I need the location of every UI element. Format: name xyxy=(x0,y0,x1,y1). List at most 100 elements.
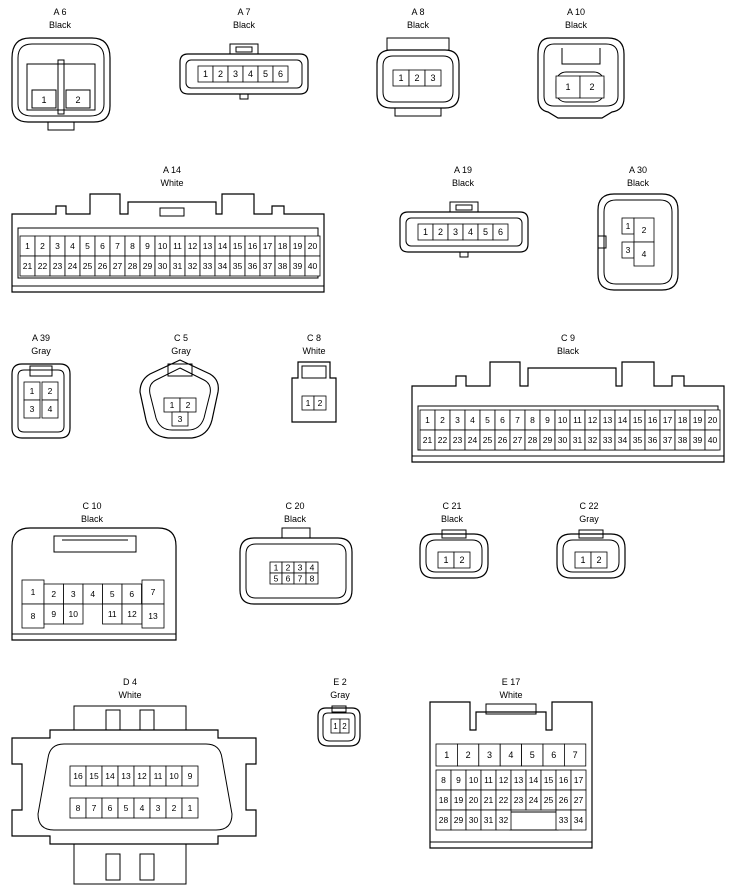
c22-pin xyxy=(590,551,608,569)
d4-pin xyxy=(181,765,199,787)
a6-pin-label: 1 xyxy=(41,95,46,105)
a14-pin-label: 21 xyxy=(23,261,33,271)
c10-pin-label: 5 xyxy=(110,589,115,599)
a6-pin xyxy=(31,89,57,109)
a19-pin-label: 3 xyxy=(453,227,458,237)
c9-pin-label: 11 xyxy=(573,415,582,425)
d4-pin-label: 4 xyxy=(140,803,145,813)
d4-pin-label: 9 xyxy=(188,771,193,781)
a14-pin-label: 4 xyxy=(70,241,75,251)
a19-pin-label: 6 xyxy=(498,227,503,237)
c9-pin-label: 35 xyxy=(633,435,643,445)
c9-pin-label: 26 xyxy=(498,435,508,445)
e17-pin-label: 22 xyxy=(499,795,509,805)
a14-pin-label: 28 xyxy=(128,261,138,271)
a14-pin-label: 9 xyxy=(145,241,150,251)
a14-pin-label: 37 xyxy=(263,261,273,271)
a14-pin-label: 22 xyxy=(38,261,48,271)
e17-pin-label: 17 xyxy=(574,775,584,785)
a10-pin-label: 2 xyxy=(589,82,594,92)
a30-pin-label: 1 xyxy=(626,221,631,231)
e17-pin-label: 25 xyxy=(544,795,554,805)
e17-pin-label: 4 xyxy=(508,750,513,760)
d4-pin-label: 8 xyxy=(76,803,81,813)
c10-pin-label: 3 xyxy=(71,589,76,599)
a14-pin-label: 18 xyxy=(278,241,288,251)
a14-pin xyxy=(304,255,321,277)
e17-pin-label: 15 xyxy=(544,775,554,785)
a7-pin-label: 2 xyxy=(218,69,223,79)
e17-pin-label: 1 xyxy=(444,750,449,760)
c21-pin-label: 2 xyxy=(459,555,464,565)
a14-pin-label: 23 xyxy=(53,261,63,271)
e17-pin-label: 34 xyxy=(574,815,584,825)
c9-pin-label: 16 xyxy=(648,415,658,425)
c10-pin-label: 11 xyxy=(108,609,117,619)
a14-pin-label: 17 xyxy=(263,241,273,251)
e17-pin xyxy=(570,809,587,831)
e17-pin-label: 6 xyxy=(551,750,556,760)
a14-pin-label: 13 xyxy=(203,241,213,251)
e17-pin xyxy=(563,743,587,767)
c10-pin-label: 13 xyxy=(148,611,158,621)
c8-pin-label: 2 xyxy=(318,398,323,408)
a19-pin-label: 1 xyxy=(423,227,428,237)
a14-pin-label: 34 xyxy=(218,261,228,271)
a6-pin xyxy=(65,89,91,109)
a7-pin-label: 1 xyxy=(203,69,208,79)
e17-pin-label: 11 xyxy=(484,775,493,785)
c9-pin-label: 37 xyxy=(663,435,673,445)
c9-pin-label: 18 xyxy=(678,415,688,425)
c20-pin-label: 2 xyxy=(286,563,291,573)
a7-pin-label: 5 xyxy=(263,69,268,79)
c9-pin-label: 13 xyxy=(603,415,613,425)
a14-pin-label: 32 xyxy=(188,261,198,271)
a10-pin xyxy=(579,75,605,99)
a14-pin-label: 39 xyxy=(293,261,303,271)
a14-pin-label: 14 xyxy=(218,241,228,251)
c9-pin-label: 20 xyxy=(708,415,718,425)
a8-pin-label: 2 xyxy=(414,73,419,83)
a14-pin-label: 10 xyxy=(158,241,168,251)
c21-pin xyxy=(453,551,471,569)
a14-pin-label: 5 xyxy=(85,241,90,251)
c20-pin-label: 7 xyxy=(298,574,303,584)
c10-pin-label: 6 xyxy=(129,589,134,599)
a14-pin-label: 29 xyxy=(143,261,153,271)
c10-pin-label: 12 xyxy=(127,609,137,619)
e17-pin-label: 30 xyxy=(469,815,479,825)
c9-pin-label: 33 xyxy=(603,435,613,445)
c9-pin xyxy=(704,429,721,451)
c10-pin-label: 2 xyxy=(51,589,56,599)
a7-pin-label: 6 xyxy=(278,69,283,79)
c20-pin-label: 1 xyxy=(274,563,279,573)
e17-pin-label: 32 xyxy=(499,815,509,825)
c9-pin-label: 30 xyxy=(558,435,568,445)
a30-pin xyxy=(633,241,655,267)
c10-pin-label: 10 xyxy=(69,609,79,619)
d4-pin-label: 10 xyxy=(169,771,179,781)
c9-pin-label: 24 xyxy=(468,435,478,445)
c9-pin-label: 10 xyxy=(558,415,568,425)
a8-pin-label: 3 xyxy=(430,73,435,83)
c5-pin-label: 2 xyxy=(186,400,191,410)
c9-pin-label: 23 xyxy=(453,435,463,445)
a39-pin xyxy=(41,399,59,419)
d4-pin xyxy=(181,797,199,819)
a14-pin-label: 30 xyxy=(158,261,168,271)
c10-pin xyxy=(141,603,165,629)
a14-pin-label: 1 xyxy=(25,241,30,251)
